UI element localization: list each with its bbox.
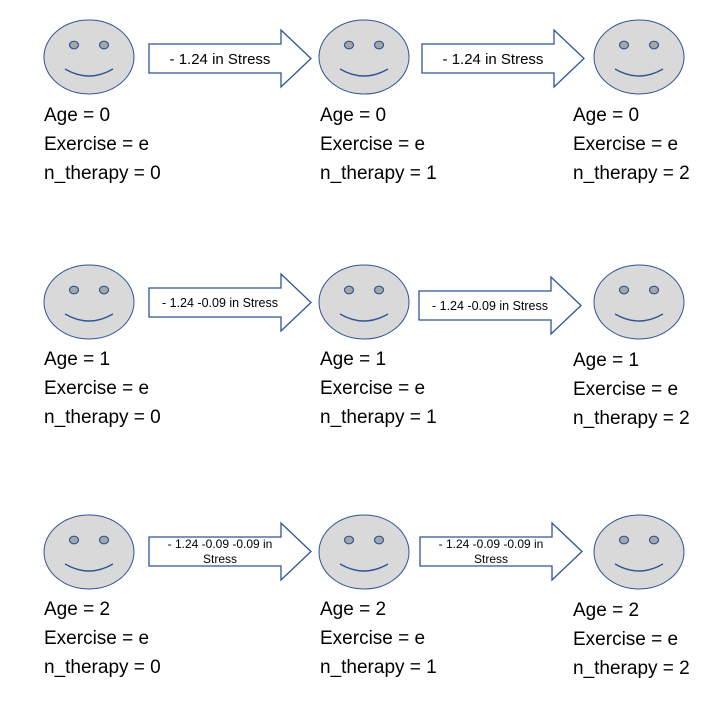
arrow-shape [148,28,312,89]
arrow-shape [421,28,585,89]
smiley-face-icon [43,264,135,340]
state-exercise-label: Exercise = e [44,628,149,649]
state-therapy-label: n_therapy = 2 [573,658,690,679]
smile [339,313,389,322]
left-eye [68,285,80,295]
state-exercise-label: Exercise = e [320,628,425,649]
smile [614,68,664,77]
stress-change-label: Stress [203,552,237,566]
smiley-face-icon [43,19,135,95]
smile [64,68,114,77]
transition-arrow: - 1.24 -0.09 in Stress [418,275,582,336]
state-age-label: Age = 1 [320,349,386,370]
state-exercise-label: Exercise = e [573,134,678,155]
stress-change-label: - 1.24 in Stress [443,51,544,68]
state-age-label: Age = 0 [44,105,110,126]
smiley-face-icon [43,514,135,590]
arrow-shape [418,275,582,336]
left-eye [618,285,630,295]
smiley-face-icon [593,19,685,95]
arrow-shape [419,521,583,582]
state-therapy-label: n_therapy = 0 [44,657,161,678]
stress-change-label: - 1.24 -0.09 in Stress [162,296,278,310]
right-eye [98,535,110,545]
state-age-label: Age = 1 [44,349,110,370]
state-therapy-label: n_therapy = 0 [44,163,161,184]
right-eye [373,285,385,295]
row-1: Age = 0 Exercise = e n_therapy = 0 Age = 0 E… [43,19,690,184]
state-age-label: Age = 2 [320,599,386,620]
right-eye [98,285,110,295]
state-therapy-label: n_therapy = 1 [320,407,437,428]
smiley-face-icon [318,19,410,95]
state-age-label: Age = 2 [44,599,110,620]
state-therapy-label: n_therapy = 2 [573,408,690,429]
smiley-face-icon [318,264,410,340]
state-exercise-label: Exercise = e [44,378,149,399]
smiley-face-icon [593,264,685,340]
face-circle [43,514,135,590]
face-circle [593,264,685,340]
smiley-face-icon [318,514,410,590]
state-therapy-label: n_therapy = 1 [320,163,437,184]
right-eye [648,40,660,50]
stress-change-label: - 1.24 -0.09 in Stress [432,299,548,313]
stress-change-label: - 1.24 -0.09 -0.09 in [168,537,273,551]
smiley-face-icon [593,514,685,590]
right-eye [648,285,660,295]
face-circle [593,19,685,95]
right-eye [648,535,660,545]
state-exercise-label: Exercise = e [320,378,425,399]
smile [64,313,114,322]
stress-change-label: Stress [474,552,508,566]
transition-arrow: - 1.24 in Stress [148,28,312,89]
face-circle [593,514,685,590]
state-age-label: Age = 0 [573,105,639,126]
left-eye [618,40,630,50]
left-eye [618,535,630,545]
stress-change-label: - 1.24 -0.09 -0.09 in [439,537,544,551]
smile [614,563,664,572]
smile [339,563,389,572]
face-circle [43,19,135,95]
face-circle [43,264,135,340]
state-age-label: Age = 0 [320,105,386,126]
left-eye [68,40,80,50]
arrow-shape [148,521,312,582]
right-eye [373,40,385,50]
smile [339,68,389,77]
face-circle [318,514,410,590]
state-therapy-label: n_therapy = 2 [573,163,690,184]
row-2: Age = 1 Exercise = e n_therapy = 0 Age = 1 E… [43,264,690,429]
state-therapy-label: n_therapy = 0 [44,407,161,428]
transition-arrow: - 1.24 in Stress [421,28,585,89]
left-eye [343,285,355,295]
left-eye [343,535,355,545]
state-exercise-label: Exercise = e [320,134,425,155]
arrow-shape [148,272,312,333]
face-circle [318,19,410,95]
smile [614,313,664,322]
right-eye [373,535,385,545]
row-3: Age = 2 Exercise = e n_therapy = 0 Age = 2 E… [43,514,690,679]
state-age-label: Age = 2 [573,600,639,621]
stress-change-label: - 1.24 in Stress [170,51,271,68]
left-eye [68,535,80,545]
state-exercise-label: Exercise = e [573,629,678,650]
left-eye [343,40,355,50]
transition-arrow: - 1.24 -0.09 in Stress [148,272,312,333]
state-therapy-label: n_therapy = 1 [320,657,437,678]
smile [64,563,114,572]
face-circle [318,264,410,340]
right-eye [98,40,110,50]
state-exercise-label: Exercise = e [573,379,678,400]
state-age-label: Age = 1 [573,350,639,371]
state-exercise-label: Exercise = e [44,134,149,155]
